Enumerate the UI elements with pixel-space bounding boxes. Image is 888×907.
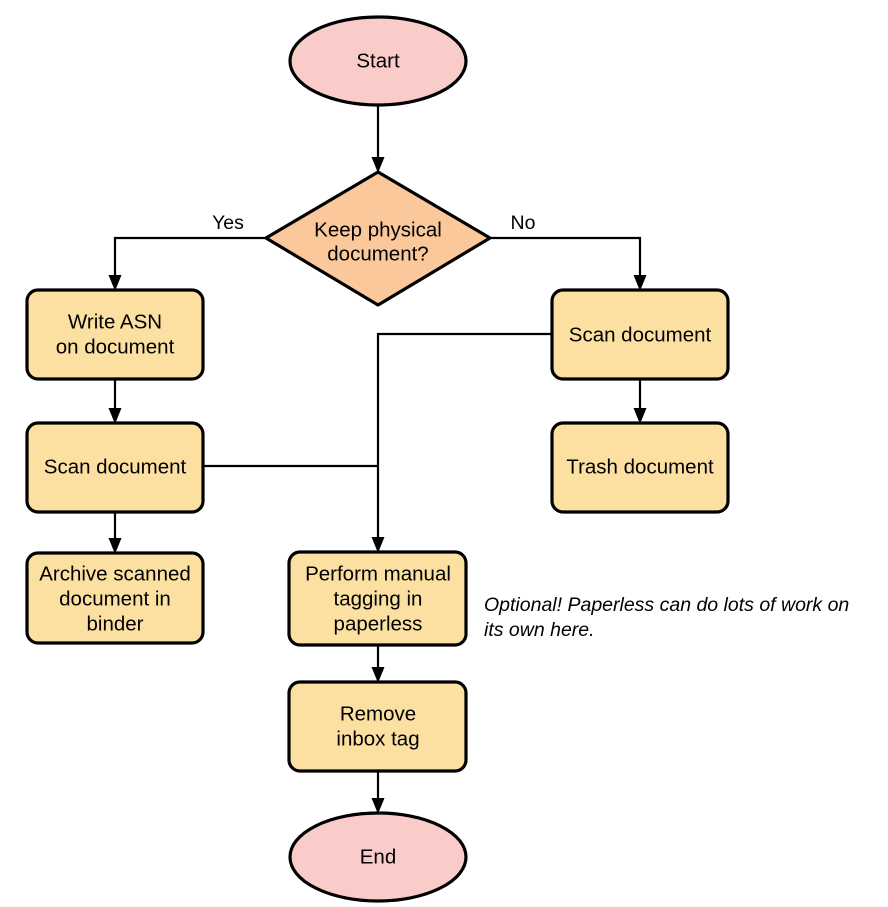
- node-end[interactable]: End: [288, 811, 468, 903]
- arrowhead-icon: [371, 157, 385, 173]
- scan-document-right-label: Scan document: [569, 323, 712, 346]
- arrowhead-icon: [633, 275, 647, 291]
- node-archive-scanned-document[interactable]: Archive scanned document in binder: [25, 551, 205, 645]
- start-label: Start: [356, 49, 400, 72]
- remove-inbox-label-line1: Remove: [340, 702, 416, 725]
- scan-document-left-label: Scan document: [44, 455, 187, 478]
- remove-inbox-tag-box[interactable]: [287, 680, 468, 773]
- node-perform-manual-tagging[interactable]: Perform manual tagging in paperless: [287, 550, 468, 647]
- end-ellipse[interactable]: [288, 811, 468, 903]
- tagging-label-line2: tagging in: [334, 587, 423, 610]
- arrowhead-icon: [371, 798, 385, 814]
- tagging-label-line3: paperless: [334, 612, 423, 635]
- edge-tagging-to-remove-inbox: [371, 646, 385, 683]
- tagging-label-line1: Perform manual: [305, 562, 451, 585]
- write-asn-box[interactable]: [25, 288, 205, 381]
- decision-diamond[interactable]: [264, 170, 492, 307]
- edge-label-no: No: [511, 212, 536, 234]
- edge-layer: [108, 106, 647, 814]
- decision-label-line2: document?: [327, 242, 428, 265]
- archive-box[interactable]: [25, 551, 205, 645]
- trash-document-label: Trash document: [566, 455, 714, 478]
- arrowhead-icon: [371, 537, 385, 553]
- write-asn-label-line2: on document: [56, 335, 175, 358]
- node-scan-document-left[interactable]: Scan document: [25, 421, 205, 514]
- node-decision-keep-physical-document[interactable]: Keep physical document?: [264, 170, 492, 307]
- start-ellipse[interactable]: [288, 15, 468, 107]
- remove-inbox-label-line2: inbox tag: [336, 727, 419, 750]
- node-trash-document[interactable]: Trash document: [550, 421, 730, 514]
- archive-label-line2: document in: [59, 587, 171, 610]
- edge-scan-left-to-archive: [108, 512, 122, 554]
- edge-remove-inbox-to-end: [371, 771, 385, 814]
- scan-document-right-box[interactable]: [550, 288, 730, 381]
- end-label: End: [360, 845, 396, 868]
- node-write-asn-on-document[interactable]: Write ASN on document: [25, 288, 205, 381]
- annotation-optional-note: Optional! Paperless can do lots of work …: [484, 594, 849, 641]
- node-remove-inbox-tag[interactable]: Remove inbox tag: [287, 680, 468, 773]
- decision-label-line1: Keep physical: [314, 218, 442, 241]
- trash-document-box[interactable]: [550, 421, 730, 514]
- arrowhead-icon: [108, 538, 122, 554]
- edge-decision-to-scan-right: [491, 236, 647, 291]
- optional-note-line1: Optional! Paperless can do lots of work …: [484, 594, 849, 616]
- arrowhead-icon: [108, 275, 122, 291]
- archive-label-line1: Archive scanned: [39, 562, 191, 585]
- node-scan-document-right[interactable]: Scan document: [550, 288, 730, 381]
- arrowhead-icon: [108, 408, 122, 424]
- archive-label-line3: binder: [87, 612, 144, 635]
- node-start[interactable]: Start: [288, 15, 468, 107]
- arrowhead-icon: [633, 408, 647, 424]
- optional-note-line2: its own here.: [484, 619, 595, 641]
- edge-write-asn-to-scan-left: [108, 379, 122, 424]
- edge-scan-right-to-tagging: [371, 332, 551, 553]
- edge-label-yes: Yes: [212, 212, 244, 234]
- arrowhead-icon: [371, 667, 385, 683]
- edge-decision-to-write-asn: [108, 236, 265, 291]
- edge-start-to-decision: [371, 106, 385, 173]
- edge-label-layer: Yes No: [212, 212, 536, 234]
- tagging-box[interactable]: [287, 550, 468, 647]
- edge-scan-right-to-trash: [633, 379, 647, 424]
- write-asn-label-line1: Write ASN: [68, 310, 162, 333]
- scan-document-left-box[interactable]: [25, 421, 205, 514]
